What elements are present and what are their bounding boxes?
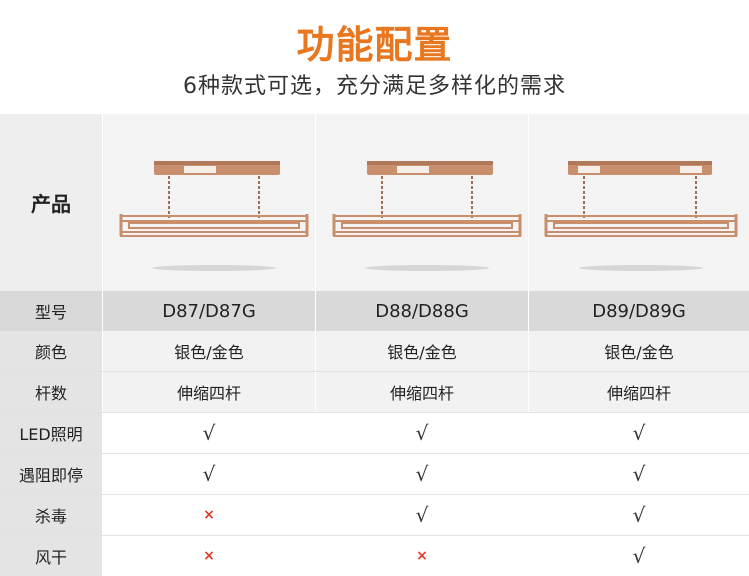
row-label: 杀毒 (0, 495, 103, 535)
product-image-d87 (103, 114, 316, 291)
status-mark: √ (202, 462, 216, 486)
model-label: 型号 (0, 291, 103, 331)
row-value: 伸缩四杆 (316, 372, 529, 412)
drying-rack-d88-image (332, 160, 522, 271)
status-mark: × (203, 548, 215, 564)
row-label: 杆数 (0, 372, 103, 412)
status-mark: × (203, 507, 215, 523)
row-value: × (103, 495, 316, 535)
product-image-d89 (529, 114, 749, 291)
row-value: √ (529, 495, 749, 535)
table-row: LED照明 √ √ √ (0, 413, 749, 453)
drying-rack-d87-image (119, 160, 309, 271)
row-value: 银色/金色 (103, 331, 316, 371)
row-value: 伸缩四杆 (529, 372, 749, 412)
status-mark: × (416, 548, 428, 564)
table-row: 杀毒 × √ √ (0, 495, 749, 535)
status-mark: √ (632, 421, 646, 445)
status-mark: √ (415, 503, 429, 527)
row-value: √ (103, 454, 316, 494)
product-row: 产品 (0, 114, 749, 291)
table-row: 杆数 伸缩四杆 伸缩四杆 伸缩四杆 (0, 372, 749, 412)
feature-table: 产品 (0, 114, 749, 576)
model-header-row: 型号 D87/D87G D88/D88G D89/D89G (0, 291, 749, 331)
row-label: 遇阻即停 (0, 454, 103, 494)
row-value: √ (103, 413, 316, 453)
status-mark: √ (632, 462, 646, 486)
page-title: 功能配置 (296, 23, 453, 67)
status-mark: √ (632, 503, 646, 527)
drying-rack-d89-image (544, 160, 738, 271)
row-value: √ (316, 495, 529, 535)
row-value: √ (529, 454, 749, 494)
model-d88: D88/D88G (316, 291, 529, 331)
row-value: √ (529, 413, 749, 453)
row-value: √ (529, 536, 749, 576)
row-value: 银色/金色 (529, 331, 749, 371)
status-mark: √ (632, 544, 646, 568)
table-row: 颜色 银色/金色 银色/金色 银色/金色 (0, 331, 749, 371)
status-mark: √ (202, 421, 216, 445)
model-d87: D87/D87G (103, 291, 316, 331)
row-label: 风干 (0, 536, 103, 576)
row-value: 伸缩四杆 (103, 372, 316, 412)
page-subtitle: 6种款式可选，充分满足多样化的需求 (183, 74, 566, 99)
row-label: LED照明 (0, 413, 103, 453)
product-label: 产品 (0, 114, 103, 291)
status-mark: √ (415, 462, 429, 486)
row-value: × (316, 536, 529, 576)
model-d89: D89/D89G (529, 291, 749, 331)
row-value: × (103, 536, 316, 576)
row-value: √ (316, 454, 529, 494)
status-mark: √ (415, 421, 429, 445)
row-label: 颜色 (0, 331, 103, 371)
row-value: 银色/金色 (316, 331, 529, 371)
table-row: 风干 × × √ (0, 536, 749, 576)
table-row: 遇阻即停 √ √ √ (0, 454, 749, 494)
row-value: √ (316, 413, 529, 453)
product-image-d88 (316, 114, 529, 291)
